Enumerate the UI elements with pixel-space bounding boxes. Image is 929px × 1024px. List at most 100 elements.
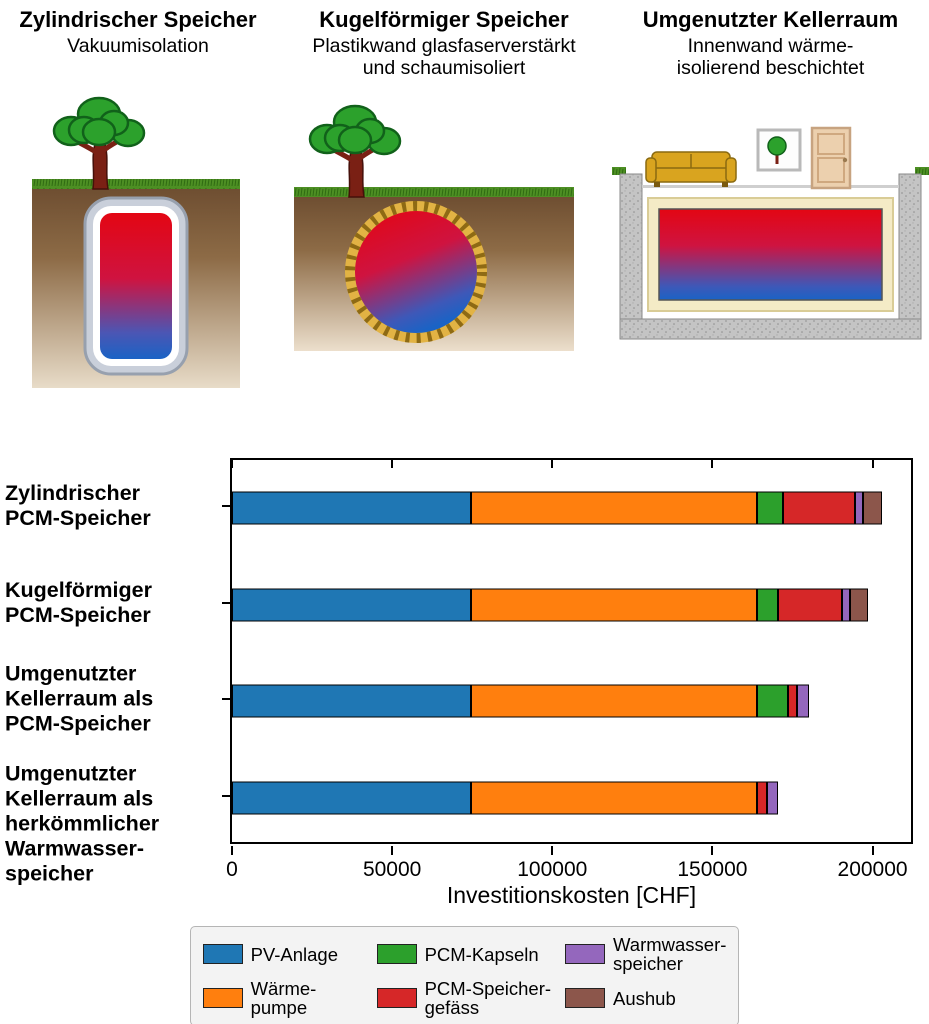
- x-tick: [391, 846, 394, 855]
- bar-segment: [862, 491, 883, 525]
- bar-segment: [797, 684, 809, 718]
- bar-segment: [782, 491, 855, 525]
- panel-header: Kugelförmiger Speicher Plastikwand glasf…: [276, 7, 612, 86]
- bar-segment: [232, 684, 471, 718]
- panel-basement-storage: Umgenutzter Kellerraum Innenwand wärme-i…: [612, 7, 929, 398]
- legend-label: PV-Anlage: [250, 943, 338, 965]
- legend-label: PCM-Kapseln: [424, 943, 539, 965]
- legend-item-PV-Anlage: PV-Anlage: [202, 935, 363, 973]
- y-tick: [222, 794, 230, 797]
- bar-segment: [766, 781, 779, 815]
- x-tick-top: [551, 460, 554, 468]
- basement-storage-illustration: [612, 126, 929, 340]
- spherical-tank: [345, 201, 487, 343]
- legend-label: Wärme-pumpe: [250, 978, 317, 1018]
- bar-segment: [470, 684, 758, 718]
- bar-segment: [757, 491, 783, 525]
- y-tick: [222, 505, 230, 508]
- bar-segment: [470, 781, 758, 815]
- legend-swatch: [565, 944, 606, 964]
- bar-segment: [232, 588, 471, 622]
- legend-swatch: [376, 988, 417, 1008]
- x-tick-top: [871, 460, 874, 468]
- bar-segment: [842, 588, 851, 622]
- x-axis-title: Investitionskosten [CHF]: [446, 882, 697, 908]
- y-tick: [222, 601, 230, 604]
- x-axis: 0 50000 100000 150000 200000: [226, 846, 911, 886]
- cylindrical-storage-illustration: [32, 96, 240, 388]
- bar-segment: [232, 491, 471, 525]
- legend-label: Aushub: [613, 987, 676, 1009]
- legend-swatch: [202, 988, 243, 1008]
- bar-segment: [232, 781, 471, 815]
- grass: [32, 179, 240, 189]
- x-tick: [871, 846, 874, 855]
- x-tick-label: 150000: [677, 858, 748, 881]
- bar-segment: [757, 588, 779, 622]
- legend-swatch: [202, 944, 243, 964]
- x-tick-label: 200000: [837, 858, 908, 881]
- cylindrical-tank: [83, 196, 189, 376]
- legend-label: PCM-Speicher-gefäss: [424, 978, 552, 1018]
- x-tick-label: 50000: [362, 858, 422, 881]
- panel-title: Kugelförmiger Speicher: [319, 7, 569, 32]
- spherical-storage-illustration: [294, 104, 574, 351]
- plot-area: [230, 458, 913, 844]
- panel-header: Umgenutzter Kellerraum Innenwand wärme-i…: [612, 7, 929, 86]
- bar-segment: [787, 684, 798, 718]
- x-tick-top: [231, 460, 233, 468]
- bar-segment: [470, 588, 758, 622]
- x-tick-top: [711, 460, 714, 468]
- panel-subtitle: Vakuumisolation: [67, 34, 209, 57]
- storage-concept-panels: Zylindrischer Speicher Vakuumisolation: [0, 0, 929, 398]
- legend-label: Warmwasser-speicher: [613, 934, 727, 974]
- basement-tank: [647, 197, 894, 312]
- floor-line: [642, 185, 899, 188]
- y-tick: [222, 698, 230, 701]
- x-tick: [231, 846, 233, 855]
- panel-cylindrical-storage: Zylindrischer Speicher Vakuumisolation: [0, 7, 276, 398]
- door-icon: [810, 126, 852, 190]
- bar-row-2: [232, 684, 911, 718]
- legend-item-PCM-Speichergefäss: PCM-Speicher-gefäss: [376, 978, 552, 1018]
- panel-spherical-storage: Kugelförmiger Speicher Plastikwand glasf…: [276, 7, 612, 398]
- bar-segment: [470, 491, 758, 525]
- sofa-icon: [645, 151, 737, 187]
- legend-item-Warmwasserspeicher: Warmwasser-speicher: [565, 935, 726, 973]
- x-tick: [551, 846, 554, 855]
- grass: [612, 167, 626, 175]
- concrete-basement: [619, 173, 922, 340]
- tree-icon: [308, 104, 402, 198]
- x-tick-label: 100000: [517, 858, 588, 881]
- panel-title: Zylindrischer Speicher: [19, 7, 257, 32]
- grass: [294, 187, 574, 197]
- x-tick-top: [391, 460, 394, 468]
- bar-segment: [778, 588, 843, 622]
- window-icon: [756, 128, 802, 172]
- bar-segment: [757, 684, 788, 718]
- bar-row-0: [232, 491, 911, 525]
- legend-item-Aushub: Aushub: [565, 979, 726, 1017]
- bar-segment: [757, 781, 767, 815]
- grass: [915, 167, 929, 175]
- panel-header: Zylindrischer Speicher Vakuumisolation: [0, 7, 276, 86]
- legend-swatch: [565, 988, 606, 1008]
- x-tick: [711, 846, 714, 855]
- tree-icon: [52, 96, 146, 190]
- bar-row-3: [232, 781, 911, 815]
- panel-subtitle: Innenwand wärme-isolierend beschichtet: [676, 34, 865, 80]
- bar-segment: [854, 491, 863, 525]
- bar-segment: [850, 588, 868, 622]
- x-tick-label: 0: [226, 858, 238, 881]
- bar-row-1: [232, 588, 911, 622]
- legend-swatch: [376, 944, 417, 964]
